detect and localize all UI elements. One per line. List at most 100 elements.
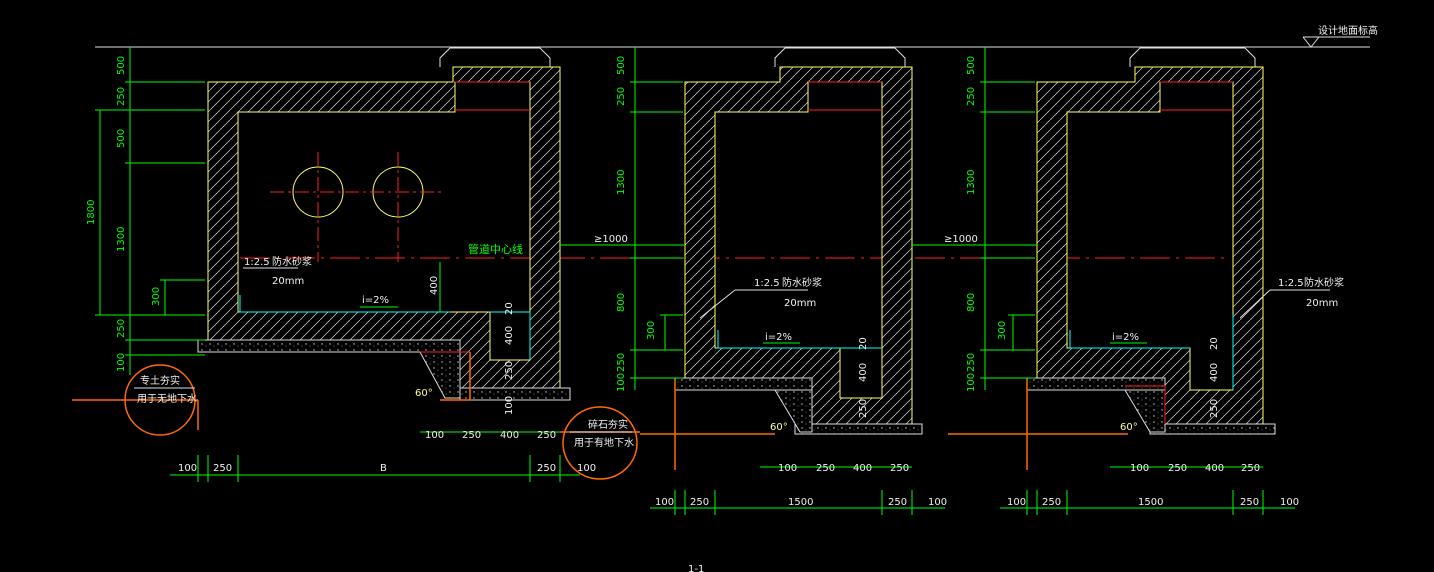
left-b2-100: 100: [178, 463, 197, 474]
right-b2-100: 100: [1007, 497, 1026, 508]
right-dim-400: 400: [1209, 363, 1220, 382]
right-b1-250: 250: [1168, 463, 1187, 474]
middle-dim-300: 300: [646, 321, 657, 340]
right-dim-250b: 250: [966, 353, 977, 372]
left-b2-100b: 100: [577, 463, 596, 474]
left-pipe-1: [292, 166, 344, 218]
left-note-1: 专土夯实: [140, 374, 180, 387]
middle-dim-400: 400: [858, 363, 869, 382]
middle-section: 500 250 1300 800 300 250 100 ≥1000 1:2.5…: [560, 47, 947, 515]
left-base-slab: [197, 339, 461, 353]
left-dim-250-side: 250: [504, 361, 515, 380]
left-dim-20: 20: [504, 302, 515, 315]
left-b1-100: 100: [425, 430, 444, 441]
middle-b1-250b: 250: [890, 463, 909, 474]
right-note-2: 用于有地下水: [574, 436, 634, 449]
right-b2-1500: 1500: [1138, 497, 1163, 508]
right-b2-250: 250: [1042, 497, 1061, 508]
right-section: 500 250 1300 800 300 250 100 ≥1000 1:2.5…: [912, 47, 1344, 515]
middle-dim-20: 20: [858, 337, 869, 350]
middle-mortar-thickness: 20mm: [784, 298, 816, 309]
right-sump: [1124, 389, 1166, 433]
left-mortar-thickness: 20mm: [272, 276, 304, 287]
middle-b2-100: 100: [655, 497, 674, 508]
middle-dim-1300: 1300: [616, 170, 627, 195]
left-b1-250b: 250: [537, 430, 556, 441]
right-footing: [1149, 423, 1276, 435]
centerline-label: 管道中心线: [468, 242, 523, 256]
right-dim-800: 800: [966, 293, 977, 312]
middle-b1-400: 400: [853, 463, 872, 474]
middle-chamber-wall: [674, 66, 913, 425]
left-dim-100: 100: [116, 353, 127, 372]
left-mortar-name: 防水砂浆: [272, 255, 312, 268]
right-note-circle: [562, 406, 638, 480]
right-b1-250b: 250: [1241, 463, 1260, 474]
right-mortar-name: 防水砂浆: [1304, 276, 1344, 289]
left-angle: 60°: [415, 388, 433, 399]
left-dim-1300: 1300: [116, 227, 127, 252]
left-footing: [459, 387, 571, 401]
middle-b2-250: 250: [690, 497, 709, 508]
middle-b2-1500: 1500: [788, 497, 813, 508]
middle-dim-800: 800: [616, 293, 627, 312]
left-section: 500 250 500 1300 300 250 100 1800 1:2.5 …: [72, 47, 640, 482]
right-dim-1300: 1300: [966, 170, 977, 195]
ground-symbol: [1302, 36, 1370, 48]
left-dim-400b: 400: [504, 326, 515, 345]
middle-cover: [774, 47, 906, 67]
middle-dim-250: 250: [616, 87, 627, 106]
right-b1-400: 400: [1205, 463, 1224, 474]
left-dim-250: 250: [116, 87, 127, 106]
left-note-circle: [124, 364, 196, 436]
right-dim-250: 250: [966, 87, 977, 106]
left-dim-300: 300: [151, 287, 162, 306]
left-b2-250: 250: [213, 463, 232, 474]
right-b2-100b: 100: [1280, 497, 1299, 508]
middle-dim-100: 100: [616, 373, 627, 392]
right-dim-20: 20: [1209, 337, 1220, 350]
left-note-2: 用于无地下水: [137, 392, 197, 405]
right-mortar-ratio: 1:2.5: [1278, 278, 1304, 289]
left-b2-B: B: [380, 463, 387, 474]
middle-mortar-name: 防水砂浆: [782, 276, 822, 289]
middle-base-slab: [674, 377, 813, 391]
middle-b1-100: 100: [778, 463, 797, 474]
right-base-slab: [1026, 377, 1166, 391]
left-slope: i=2%: [362, 295, 389, 306]
right-clearance: ≥1000: [944, 234, 978, 245]
middle-footing: [794, 423, 923, 435]
left-cover: [439, 47, 551, 67]
left-b1-400: 400: [500, 430, 519, 441]
right-dim-100: 100: [966, 373, 977, 392]
left-dim-400a: 400: [429, 276, 440, 295]
left-b1-250: 250: [462, 430, 481, 441]
right-b1-100: 100: [1130, 463, 1149, 474]
middle-dim-250: 250: [858, 399, 869, 418]
middle-sump: [774, 389, 813, 433]
middle-dim-500: 500: [616, 56, 627, 75]
left-dim-500b: 500: [116, 129, 127, 148]
middle-slope: i=2%: [765, 332, 792, 343]
right-dim-250: 250: [1209, 399, 1220, 418]
left-dim-250b: 250: [116, 319, 127, 338]
left-dim-100-side: 100: [504, 396, 515, 415]
right-dim-500: 500: [966, 56, 977, 75]
left-dim-1800: 1800: [86, 200, 97, 225]
right-b2-250b: 250: [1240, 497, 1259, 508]
left-mortar-ratio: 1:2.5: [244, 257, 270, 268]
right-angle: 60°: [1120, 422, 1138, 433]
footer-title: 1-1: [688, 564, 704, 572]
left-b2-250b: 250: [537, 463, 556, 474]
middle-b2-250b: 250: [888, 497, 907, 508]
middle-b2-100b: 100: [928, 497, 947, 508]
right-mortar-thickness: 20mm: [1306, 298, 1338, 309]
right-slope: i=2%: [1112, 332, 1139, 343]
right-cover: [1129, 47, 1256, 67]
middle-b1-250: 250: [816, 463, 835, 474]
right-note-1: 碎石夯实: [588, 418, 628, 431]
middle-mortar-ratio: 1:2.5: [754, 278, 780, 289]
middle-dim-250b: 250: [616, 353, 627, 372]
left-dim-500: 500: [116, 56, 127, 75]
